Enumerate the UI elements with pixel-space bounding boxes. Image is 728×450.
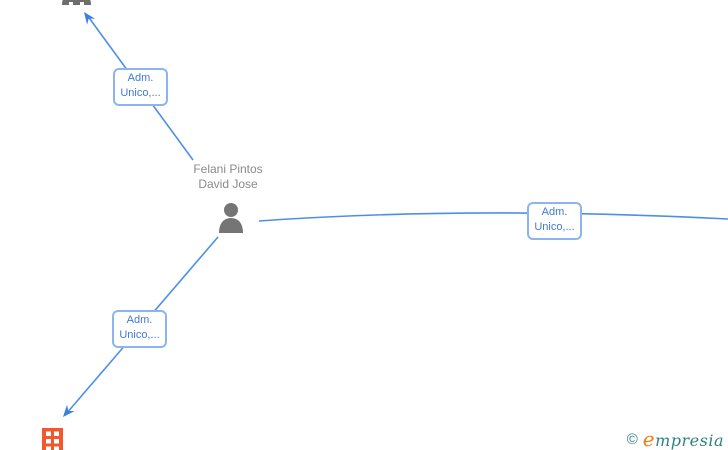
edge-label-line1: Adm.	[127, 72, 154, 84]
person-name-line2: David Jose	[198, 177, 258, 191]
partial-entity-icon	[62, 0, 91, 5]
brand-rest: mpresia	[655, 431, 724, 450]
edge-label-line2: Unico,...	[119, 329, 160, 341]
person-name-label: Felani Pintos David Jose	[158, 162, 298, 192]
copyright-icon: ©	[626, 430, 638, 448]
person-node[interactable]	[215, 202, 247, 234]
brand-initial: e	[642, 427, 656, 450]
partial-entity-node[interactable]	[59, 0, 94, 5]
edge-label-line2: Unico,...	[534, 221, 575, 233]
company-node[interactable]	[42, 428, 63, 450]
person-icon	[219, 203, 243, 233]
building-icon	[42, 428, 63, 450]
edge-label-adm-unico-bottom[interactable]: Adm. Unico,...	[112, 310, 167, 348]
edge-label-line1: Adm.	[541, 206, 568, 218]
empresia-wordmark: empresia	[643, 427, 724, 450]
edge-label-line2: Unico,...	[120, 87, 161, 99]
empresia-logo[interactable]: © empresia	[626, 427, 724, 450]
person-name-line1: Felani Pintos	[193, 162, 263, 176]
arrowhead-top-left-icon	[84, 12, 96, 25]
edge-label-line1: Adm.	[126, 314, 153, 326]
edge-line-right	[258, 212, 728, 222]
edge-label-adm-unico-top[interactable]: Adm. Unico,...	[113, 68, 168, 106]
arrowhead-bottom-left-icon	[63, 404, 75, 417]
edge-label-adm-unico-right[interactable]: Adm. Unico,...	[527, 202, 582, 240]
